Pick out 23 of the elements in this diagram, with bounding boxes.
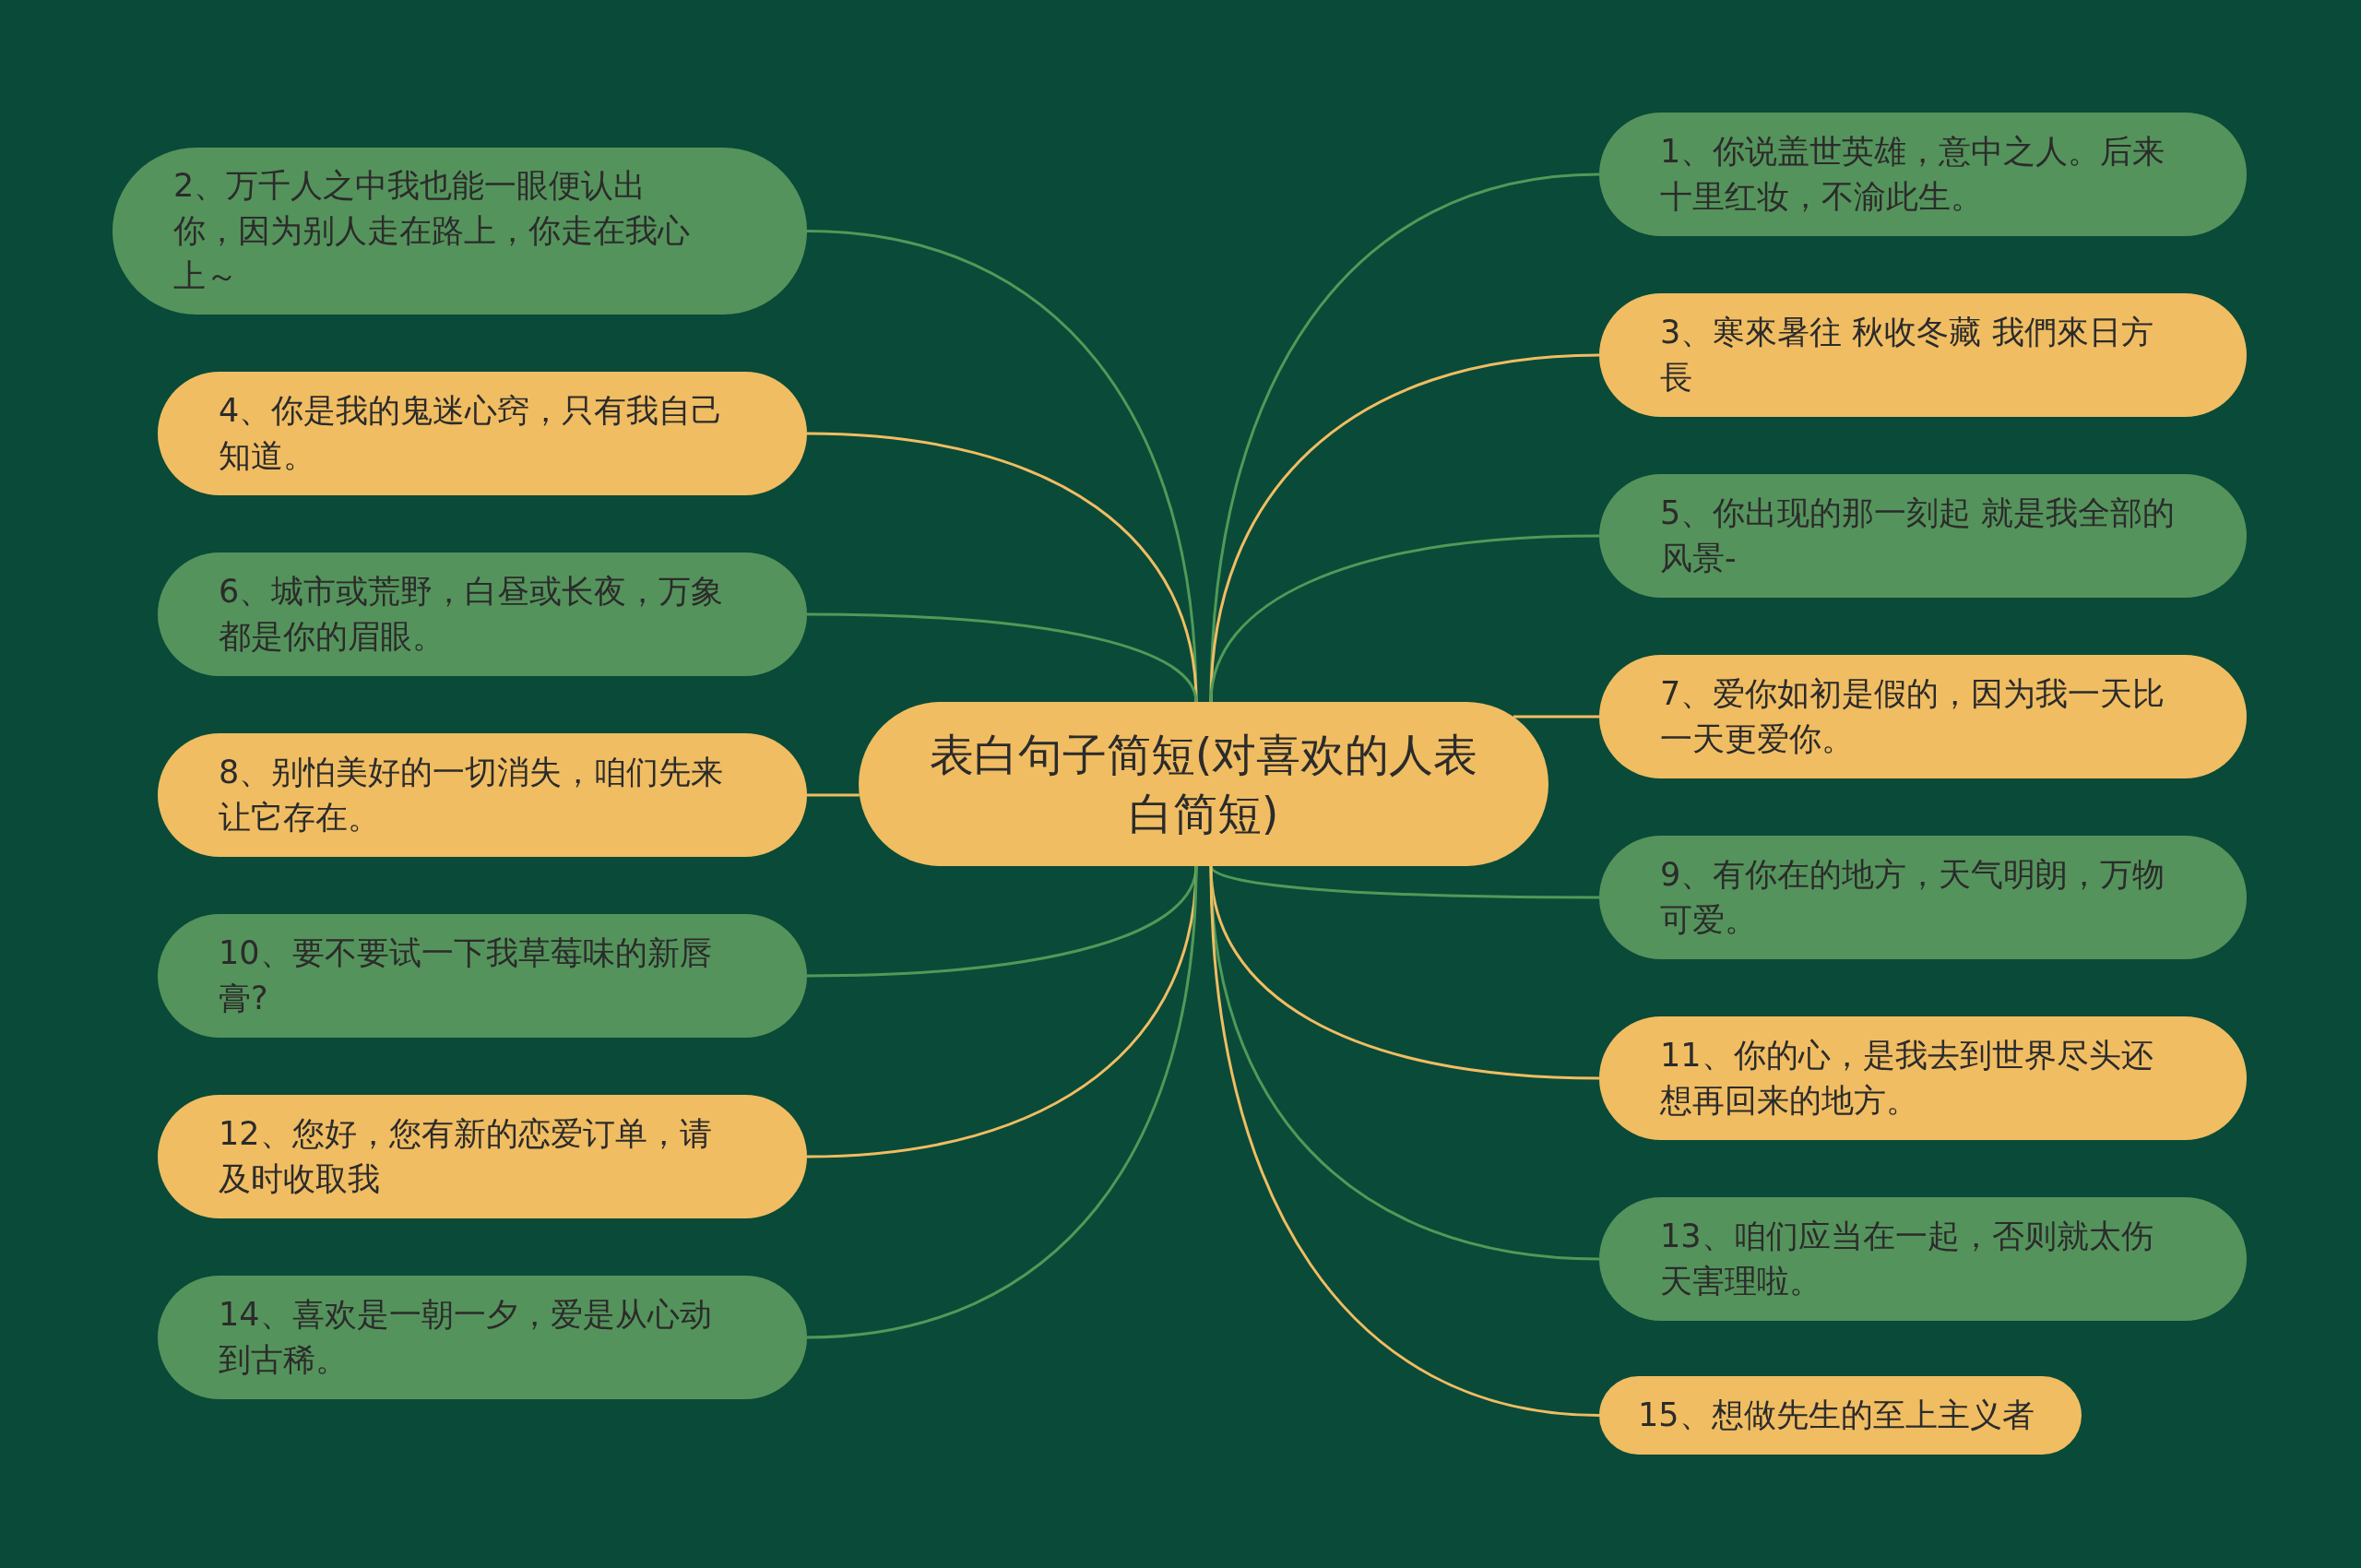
branch-pill: 13、咱们应当在一起，否则就太伤天害理啦。: [1599, 1197, 2247, 1321]
branch-pill: 12、您好，您有新的恋爱订单，请及时收取我: [158, 1095, 807, 1218]
connector-curve: [1209, 172, 1600, 703]
branch-pill: 10、要不要试一下我草莓味的新唇膏?: [158, 914, 807, 1038]
connector-curve: [807, 612, 1198, 703]
branch-pill: 4、你是我的鬼迷心窍，只有我自己知道。: [158, 372, 807, 495]
branch-pill: 2、万千人之中我也能一眼便认出你，因为别人走在路上，你走在我心上～: [113, 148, 807, 315]
branch-pill: 5、你出现的那一刻起 就是我全部的风景-: [1599, 474, 2247, 598]
branch-pill: 3、寒來暑往 秋收冬藏 我們來日方長: [1599, 293, 2247, 417]
connector-curve: [807, 793, 860, 797]
branch-pill: 8、别怕美好的一切消失，咱们先来让它存在。: [158, 733, 807, 857]
branch-pill: 15、想做先生的至上主义者: [1599, 1376, 2082, 1455]
connector-curve: [806, 865, 1198, 1339]
connector-curve: [1209, 534, 1600, 703]
connector-curve: [1513, 715, 1599, 719]
branch-pill: 7、爱你如初是假的，因为我一天比一天更爱你。: [1599, 655, 2247, 778]
connector-curve: [1209, 865, 1600, 1417]
branch-pill: 9、有你在的地方，天气明朗，万物可爱。: [1599, 836, 2247, 959]
branch-pill: 11、你的心，是我去到世界尽头还想再回来的地方。: [1599, 1016, 2247, 1140]
branch-pill: 6、城市或荒野，白昼或长夜，万象都是你的眉眼。: [158, 552, 807, 676]
branch-pill: 14、喜欢是一朝一夕，爱是从心动到古稀。: [158, 1276, 807, 1399]
central-topic-pill: 表白句子简短(对喜欢的人表白简短): [859, 702, 1548, 866]
branch-pill: 1、你说盖世英雄，意中之人。后来十里红妆，不渝此生。: [1599, 113, 2247, 236]
